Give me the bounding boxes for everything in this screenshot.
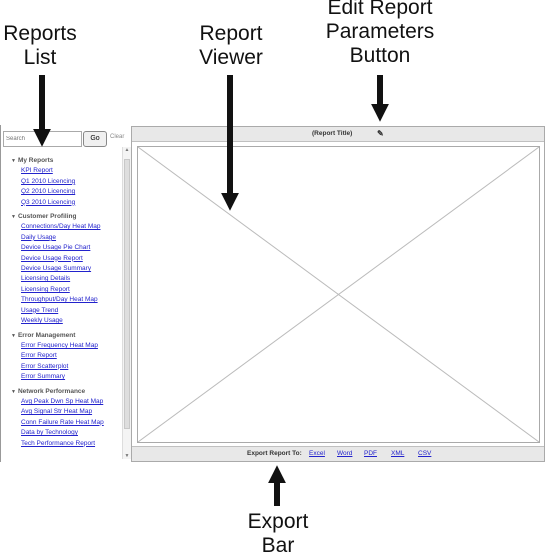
group-header[interactable]: ▼Error Management xyxy=(11,331,121,341)
group-header[interactable]: ▼My Reports xyxy=(11,156,121,166)
placeholder-cross xyxy=(137,146,540,443)
scroll-down-icon[interactable]: ▼ xyxy=(124,453,130,459)
scrollbar-thumb[interactable] xyxy=(124,159,130,429)
report-link[interactable]: Error Scatterplot xyxy=(21,362,69,370)
export-word-link[interactable]: Word xyxy=(337,450,353,457)
report-link[interactable]: Q1 2010 Licencing xyxy=(21,177,76,185)
group-title: Customer Profiling xyxy=(17,213,77,221)
report-link[interactable]: Usage Trend xyxy=(21,306,59,314)
scroll-up-icon[interactable]: ▲ xyxy=(124,147,130,153)
search-row: Go Clear xyxy=(3,131,132,147)
annotation-reports-list: Reports List xyxy=(0,22,80,70)
export-pdf-link[interactable]: PDF xyxy=(364,450,377,457)
reports-scrollbar[interactable]: ▲ ▼ xyxy=(122,147,131,459)
expand-arrow-icon[interactable]: ▼ xyxy=(11,214,16,221)
export-xml-link[interactable]: XML xyxy=(391,450,405,457)
placeholder-diagonal xyxy=(137,146,540,443)
pencil-icon[interactable]: ✎ xyxy=(377,129,384,138)
annotation-line: Parameters xyxy=(325,20,435,43)
annotation-line: Bar xyxy=(261,534,295,557)
report-link[interactable]: Device Usage Pie Chart xyxy=(21,244,91,252)
go-button[interactable]: Go xyxy=(83,131,107,147)
group-title: Network Performance xyxy=(17,387,86,395)
report-link[interactable]: Data by Technology xyxy=(21,429,78,437)
report-link[interactable]: Error Report xyxy=(21,352,57,360)
annotation-line: Report xyxy=(199,22,263,45)
export-bar: Export Report To: Excel Word PDF XML CSV xyxy=(132,446,544,461)
report-link[interactable]: Throughput/Day Heat Map xyxy=(21,296,98,304)
expand-arrow-icon[interactable]: ▼ xyxy=(11,158,16,164)
expand-arrow-icon[interactable]: ▼ xyxy=(11,332,16,339)
annotation-edit-button: Edit Report Parameters Button xyxy=(318,0,442,68)
search-input[interactable] xyxy=(3,131,82,147)
report-link[interactable]: Avg Signal Str Heat Map xyxy=(21,408,93,416)
report-link[interactable]: Device Usage Summary xyxy=(21,265,92,273)
report-viewer: (Report Title) ✎ Export Report To: Excel… xyxy=(131,126,545,462)
report-canvas-placeholder xyxy=(137,146,540,443)
report-link[interactable]: Daily Usage xyxy=(21,233,57,241)
export-excel-link[interactable]: Excel xyxy=(309,450,325,457)
group-header[interactable]: ▼Network Performance xyxy=(11,387,121,397)
annotation-line: Viewer xyxy=(199,46,263,69)
report-link[interactable]: Connections/Day Heat Map xyxy=(21,223,101,231)
report-link[interactable]: Licensing Details xyxy=(21,275,71,283)
report-title-bar: (Report Title) ✎ xyxy=(132,127,544,142)
report-link[interactable]: Error Summary xyxy=(21,373,66,381)
export-csv-link[interactable]: CSV xyxy=(418,450,432,457)
report-link[interactable]: Q3 2010 Licencing xyxy=(21,198,76,206)
annotation-line: Edit Report xyxy=(327,0,433,19)
annotation-line: Reports xyxy=(3,22,77,45)
annotation-line: Export xyxy=(247,510,309,533)
report-link[interactable]: Q2 2010 Licencing xyxy=(21,188,76,196)
group-header[interactable]: ▼Customer Profiling xyxy=(11,212,121,222)
export-label: Export Report To: xyxy=(247,450,302,457)
report-title: (Report Title) xyxy=(312,130,353,137)
report-link[interactable]: Device Usage Report xyxy=(21,254,83,262)
report-link[interactable]: Tech Performance Report xyxy=(21,439,96,447)
group-title: Error Management xyxy=(17,331,76,339)
report-link[interactable]: Error Frequency Heat Map xyxy=(21,341,98,349)
report-link[interactable]: Avg Peak Dwn Sp Heat Map xyxy=(21,397,104,405)
report-link[interactable]: KPI Report xyxy=(21,167,53,175)
expand-arrow-icon[interactable]: ▼ xyxy=(11,388,16,395)
clear-link[interactable]: Clear xyxy=(110,134,125,140)
report-link[interactable]: Conn Failure Rate Heat Map xyxy=(21,418,104,426)
report-link[interactable]: Licensing Report xyxy=(21,285,70,293)
annotation-line: Button xyxy=(349,44,411,67)
annotation-line: List xyxy=(23,46,57,69)
annotation-report-viewer: Report Viewer xyxy=(188,22,274,70)
annotation-export-bar: Export Bar xyxy=(236,510,320,558)
report-link[interactable]: Weekly Usage xyxy=(21,317,63,325)
group-title: My Reports xyxy=(17,157,54,164)
